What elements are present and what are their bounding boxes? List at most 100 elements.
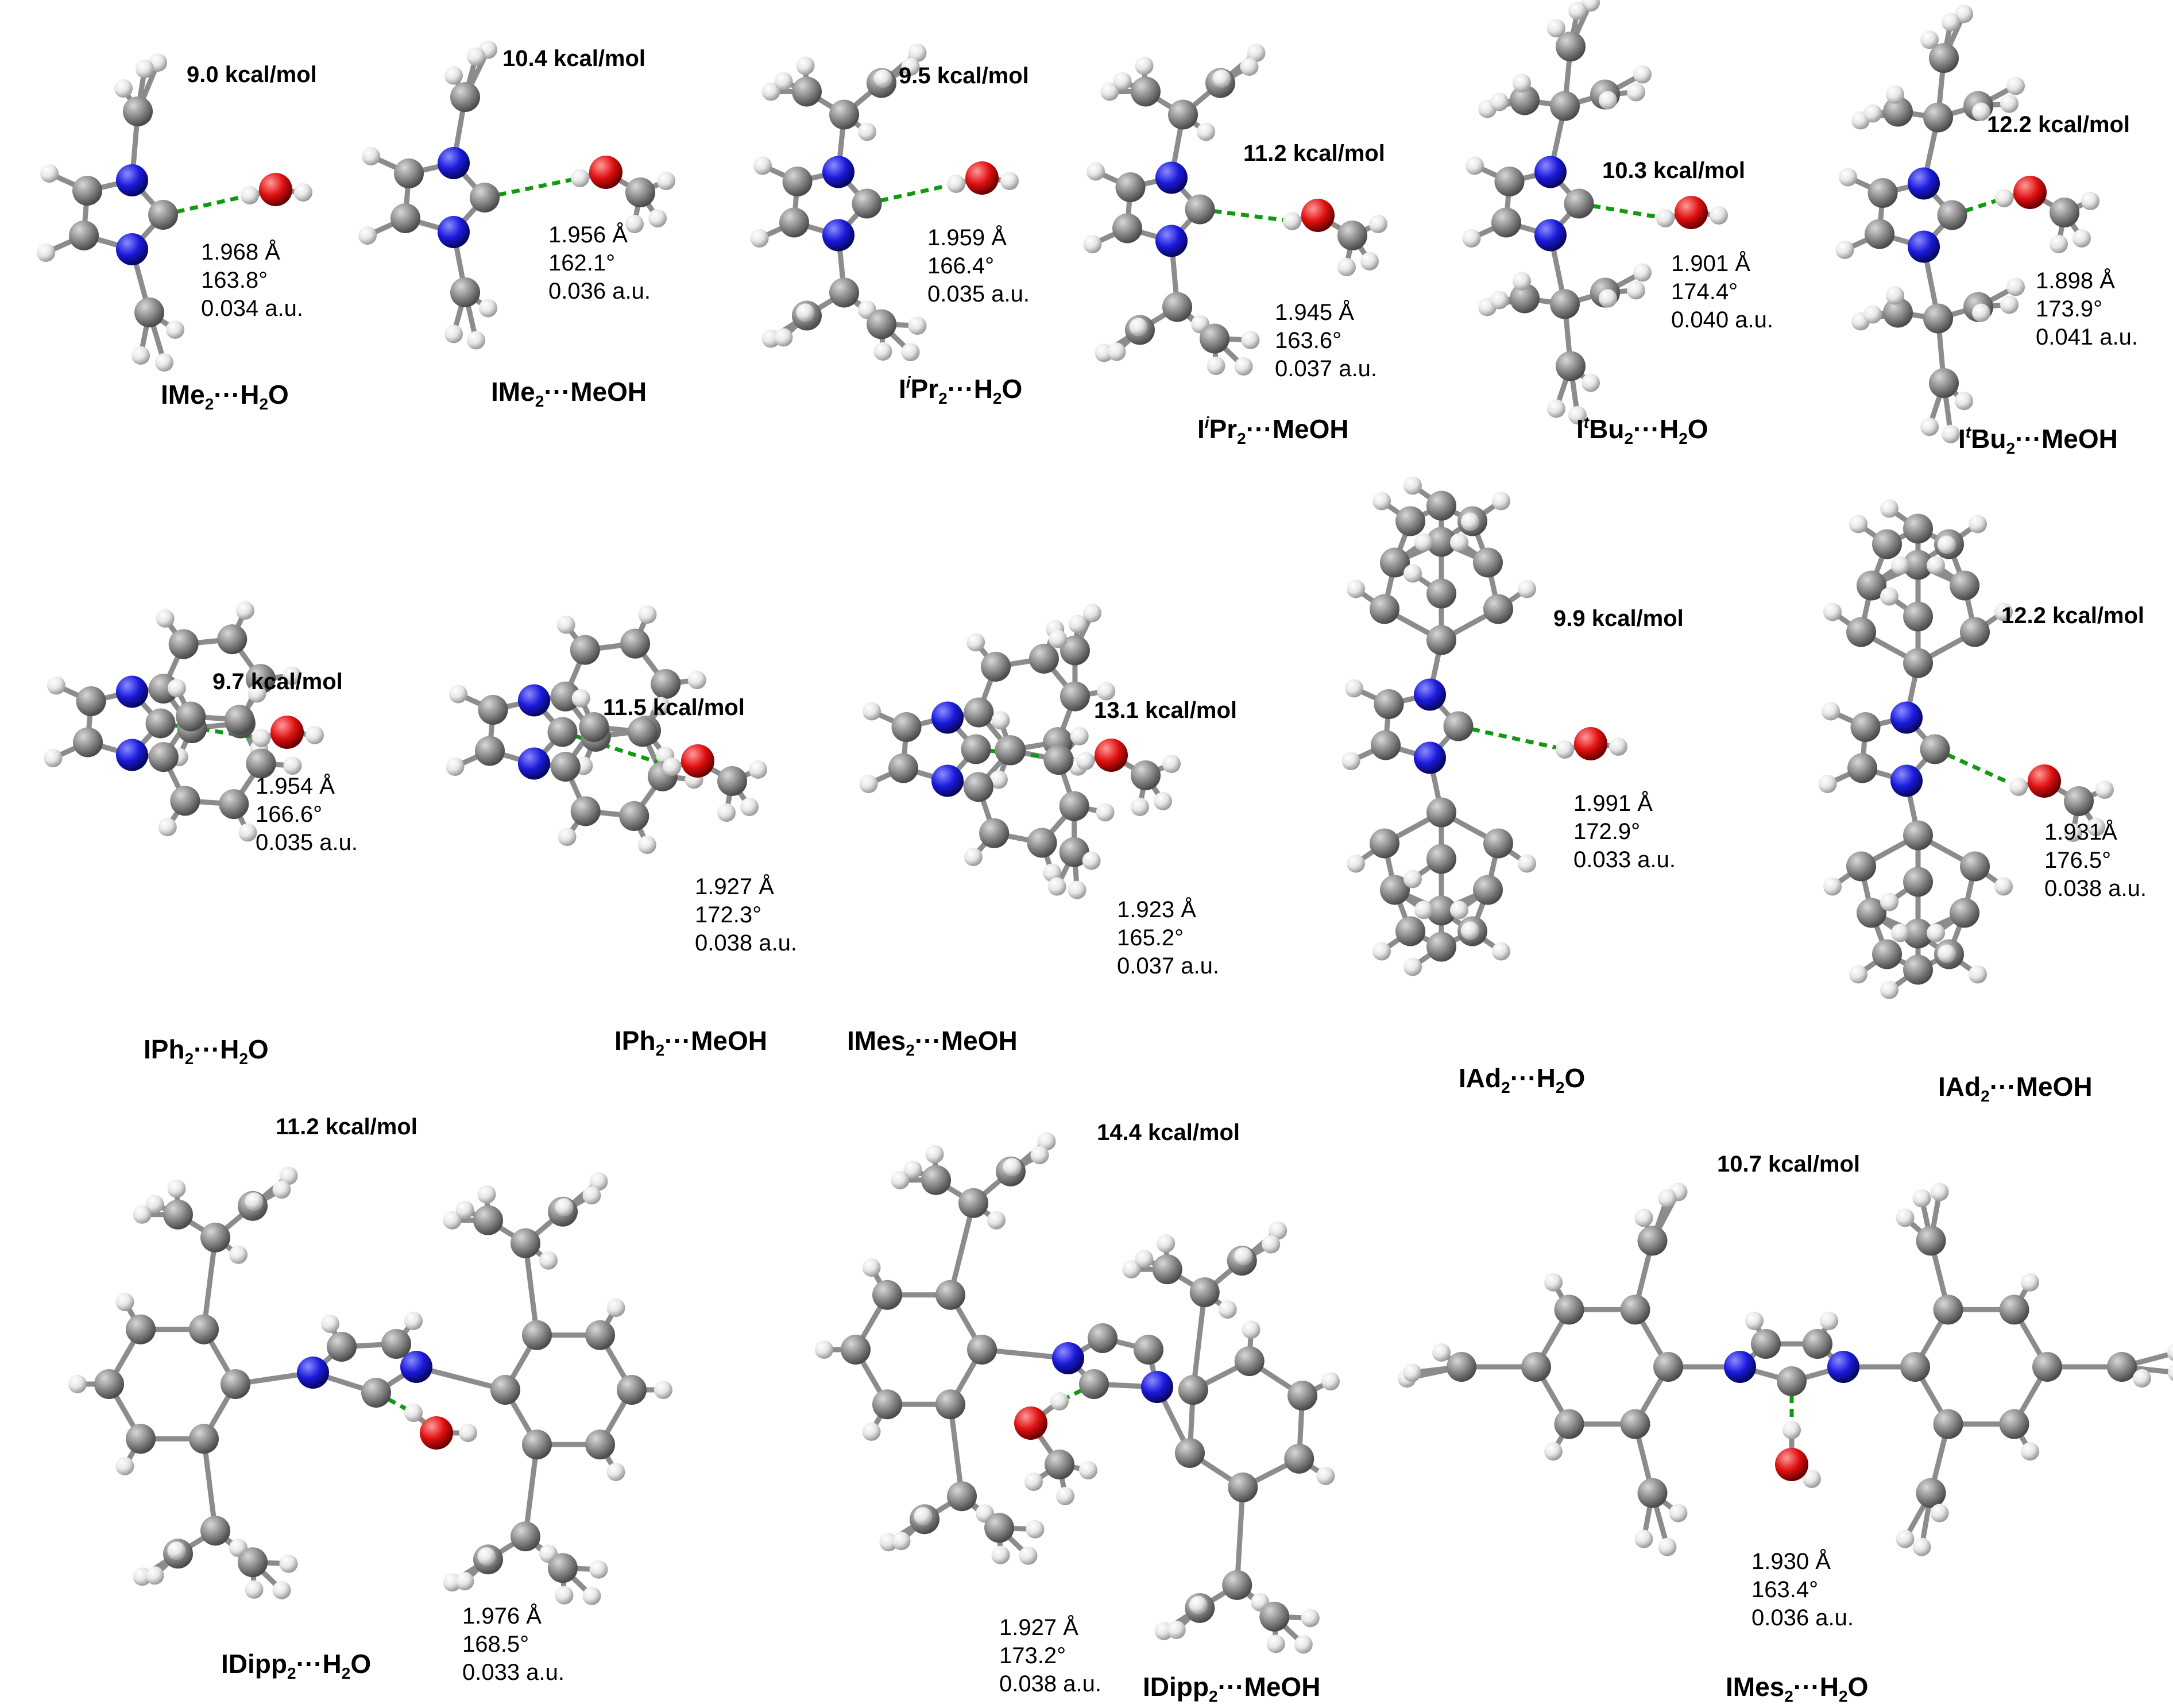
energy-imes2-h2o: 10.7 kcal/mol: [1717, 1151, 1861, 1177]
carbon-atom: [1803, 1329, 1832, 1359]
carbon-atom: [2050, 198, 2079, 227]
carbon-atom: [1521, 1352, 1551, 1382]
hydrogen-atom: [1880, 980, 1899, 999]
hydrogen-atom: [991, 1545, 1010, 1564]
hydrogen-atom: [1047, 877, 1066, 896]
label-ime2-h2o: IMe2···H2O: [161, 380, 289, 413]
carbon-atom: [126, 1424, 156, 1454]
hydrogen-atom: [863, 702, 881, 721]
density: 0.033 a.u.: [1573, 847, 1676, 872]
nitrogen-atom: [1052, 1342, 1084, 1374]
hydrogen-atom: [455, 1200, 474, 1219]
hydrogen-atom: [1927, 923, 1945, 942]
hydrogen-atom: [606, 1299, 625, 1317]
hydrogen-atom: [283, 666, 301, 685]
hydrogen-atom: [238, 823, 257, 842]
molecule-itbu2-h2o: [1462, 0, 1728, 425]
density: 0.036 a.u.: [1751, 1605, 1854, 1630]
hydrogen-atom: [443, 1211, 462, 1230]
carbon-atom: [1395, 916, 1425, 946]
density: 0.037 a.u.: [1117, 953, 1219, 979]
hydrogen-atom: [1969, 965, 1987, 984]
oxygen-atom: [681, 744, 714, 778]
hydrogen-atom: [2006, 277, 2025, 296]
hydrogen-atom: [1912, 1537, 1931, 1556]
hydrogen-atom: [1207, 357, 1225, 375]
hydrogen-atom: [1086, 162, 1105, 181]
nitrogen-atom: [116, 675, 148, 708]
hbond-params-imes2-meoh: 1.923 Å 165.2° 0.037 a.u.: [1117, 896, 1219, 980]
carbon-atom: [1395, 506, 1425, 536]
hydrogen-atom: [1461, 512, 1479, 531]
bond: [948, 1401, 965, 1499]
carbon-atom: [1903, 918, 1933, 949]
panel-iad2-meoh: 12.2 kcal/mol 1.931Å 176.5° 0.038 a.u. I…: [1734, 436, 2173, 1104]
hydrogen-atom: [362, 147, 380, 165]
carbon-atom: [1872, 529, 1902, 559]
hydrogen-atom: [1262, 1235, 1281, 1254]
hydrogen-atom: [1450, 533, 1468, 552]
hydrogen-atom: [114, 79, 133, 98]
carbon-atom: [961, 734, 991, 764]
hydrogen-atom: [1241, 331, 1260, 349]
hydrogen-atom: [571, 689, 590, 708]
carbon-atom: [1234, 1346, 1265, 1377]
hydrogen-atom: [1568, 1, 1587, 20]
carbon-atom: [1903, 867, 1933, 897]
distance: 1.927 Å: [999, 1615, 1078, 1640]
hydrogen-atom: [1599, 289, 1617, 308]
hydrogen-atom: [1544, 1273, 1563, 1292]
carbon-atom: [984, 1513, 1014, 1543]
hydrogen-atom: [901, 57, 920, 76]
hydrogen-atom: [892, 1532, 911, 1551]
hydrogen-atom: [2064, 824, 2082, 842]
hydrogen-atom: [467, 331, 485, 350]
carbon-atom: [450, 82, 480, 112]
hydrogen-atom: [908, 316, 927, 335]
hydrogen-atom: [862, 1258, 881, 1277]
hydrogen-atom: [908, 44, 927, 62]
carbon-atom: [958, 1188, 988, 1218]
angle: 162.1°: [548, 250, 616, 276]
angle: 168.5°: [462, 1632, 529, 1657]
carbon-atom: [1556, 351, 1586, 381]
label-idipp2-meoh: IDipp2···MeOH: [1143, 1672, 1321, 1705]
carbon-atom: [1903, 513, 1933, 544]
angle: 172.9°: [1573, 819, 1641, 844]
hydrogen-atom: [749, 760, 767, 779]
carbon-atom: [1174, 1437, 1205, 1468]
hydrogen-atom: [1920, 30, 1939, 49]
carbon-atom: [1933, 1294, 1963, 1325]
hydrogen-atom: [1658, 1189, 1677, 1208]
energy-iph2-h2o: 9.7 kcal/mol: [212, 669, 343, 694]
hydrogen-atom: [750, 229, 769, 248]
carbon-atom: [1846, 617, 1876, 647]
hydrogen-atom: [1019, 1546, 1038, 1565]
carbon-atom: [548, 1553, 578, 1583]
hydrogen-atom: [1823, 602, 1842, 621]
angle: 172.3°: [695, 902, 762, 928]
hydrogen-atom: [1658, 1537, 1677, 1556]
carbon-atom: [511, 1228, 540, 1258]
hbond-params-itbu2-h2o: 1.901 Å 174.4° 0.040 a.u.: [1671, 250, 1773, 334]
distance: 1.901 Å: [1671, 251, 1750, 276]
carbon-atom: [829, 277, 859, 308]
hydrogen-atom: [582, 1186, 601, 1205]
carbon-atom: [1189, 1277, 1220, 1308]
label-idipp2-h2o: IDipp2···H2O: [221, 1649, 372, 1682]
carbon-atom: [1960, 617, 1990, 647]
carbon-atom: [1637, 1478, 1668, 1508]
hydrogen-atom: [358, 226, 377, 245]
hydrogen-atom: [1403, 870, 1422, 888]
angle: 165.2°: [1117, 925, 1184, 950]
hbond-params-iad2-meoh: 1.931Å 176.5° 0.038 a.u.: [2044, 818, 2147, 903]
density: 0.038 a.u.: [999, 1671, 1101, 1697]
carbon-atom: [1550, 91, 1580, 121]
label-iph2-h2o: IPh2···H2O: [144, 1034, 269, 1068]
panel-iad2-h2o: 9.9 kcal/mol 1.991 Å 172.9° 0.033 a.u. I…: [1298, 436, 1734, 1103]
carbon-atom: [792, 76, 822, 107]
carbon-atom: [1447, 1352, 1476, 1382]
hydrogen-atom: [1269, 1221, 1287, 1240]
carbon-atom: [390, 203, 420, 233]
distance: 1.945 Å: [1275, 300, 1354, 325]
